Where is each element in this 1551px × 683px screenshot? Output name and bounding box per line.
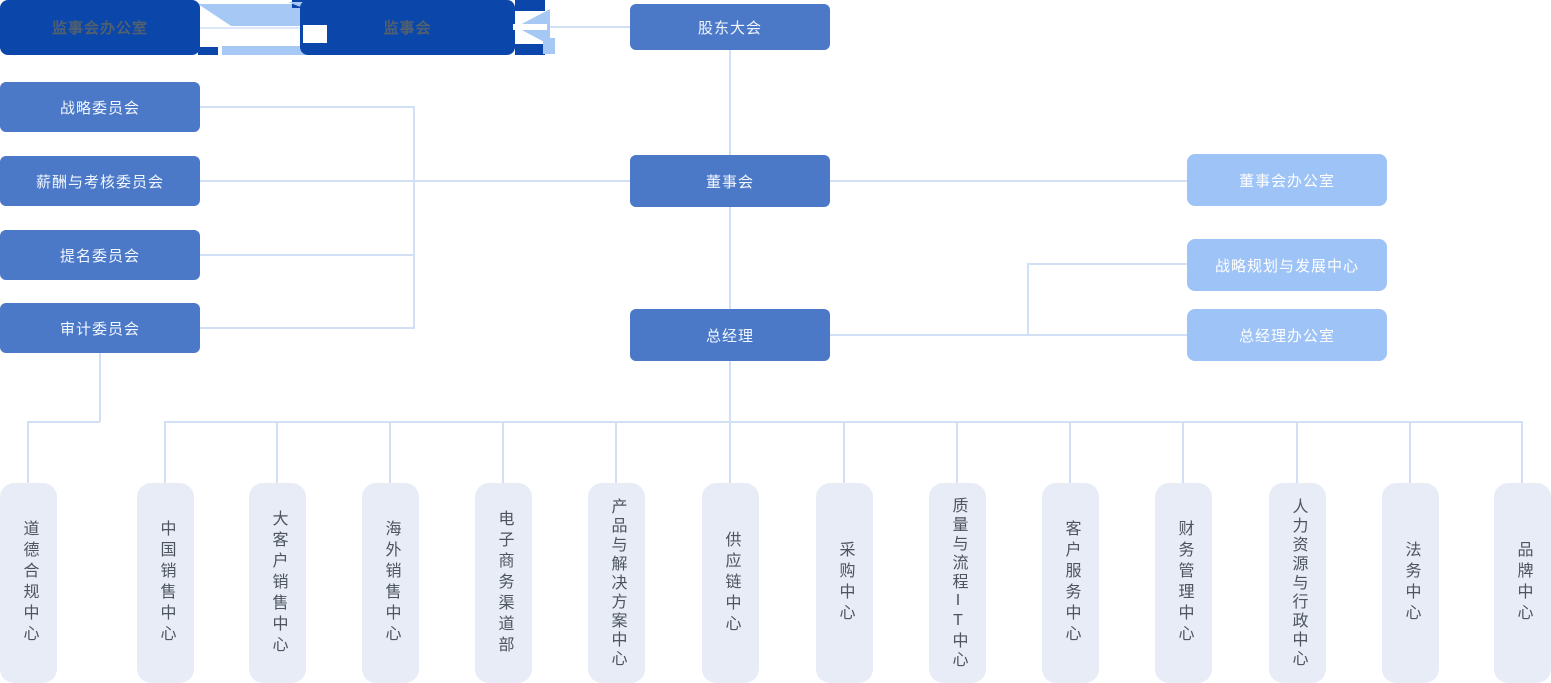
- node-label: 品牌中心: [1514, 541, 1532, 625]
- node-center-supply-chain[interactable]: 供应链中心: [702, 483, 759, 683]
- decor-white-band: [513, 24, 547, 30]
- node-label: 电子商务渠道部: [495, 509, 513, 657]
- node-label: 监事会: [383, 20, 432, 37]
- connector-supervisory-to-shareholders: [545, 26, 630, 28]
- node-label: 审计委员会: [59, 320, 140, 338]
- node-label: 股东大会: [697, 19, 762, 37]
- connector-board-to-gm: [729, 207, 731, 310]
- connector-strategy-planning-branch: [1027, 263, 1029, 335]
- node-label: 提名委员会: [59, 247, 140, 265]
- node-center-customer-service[interactable]: 客户服务中心: [1042, 483, 1099, 683]
- node-gm-office[interactable]: 总经理办公室: [1187, 309, 1387, 361]
- connector-drop-12: [1521, 421, 1523, 483]
- decor-arrow-underline: [198, 27, 338, 29]
- node-label: 质量与流程IT中心: [949, 496, 967, 670]
- connector-to-strategy-planning: [1028, 263, 1187, 265]
- node-board-office[interactable]: 董事会办公室: [1187, 154, 1387, 206]
- node-label: 薪酬与考核委员会: [35, 173, 164, 191]
- decor-dark-right-bottom: [515, 44, 545, 55]
- node-center-procurement[interactable]: 采购中心: [816, 483, 873, 683]
- node-label: 采购中心: [836, 541, 854, 625]
- node-center-china-sales[interactable]: 中国销售中心: [137, 483, 194, 683]
- node-label: 法务中心: [1402, 541, 1420, 625]
- connector-drop-6: [843, 421, 845, 483]
- connector-audit-down: [99, 352, 101, 422]
- node-center-finance[interactable]: 财务管理中心: [1155, 483, 1212, 683]
- node-supervisory-board-office[interactable]: 监事会办公室: [0, 0, 200, 55]
- node-center-hr-admin[interactable]: 人力资源与行政中心: [1269, 483, 1326, 683]
- connector-ethics-drop: [27, 421, 29, 483]
- node-center-key-accounts[interactable]: 大客户销售中心: [249, 483, 306, 683]
- node-label: 财务管理中心: [1175, 520, 1193, 646]
- decor-light-tab: [543, 38, 555, 54]
- connector-committee-nomination: [200, 254, 414, 256]
- node-label: 总经理: [705, 327, 754, 345]
- connector-committee-audit: [200, 327, 414, 329]
- node-label: 中国销售中心: [157, 520, 175, 646]
- node-label: 总经理办公室: [1238, 327, 1335, 345]
- connector-gm-to-gm-office: [830, 334, 1187, 336]
- node-center-legal[interactable]: 法务中心: [1382, 483, 1439, 683]
- node-committee-nomination[interactable]: 提名委员会: [0, 230, 200, 280]
- decor-white-square: [303, 25, 327, 43]
- node-center-product-solutions[interactable]: 产品与解决方案中心: [588, 483, 645, 683]
- connector-drop-2: [276, 421, 278, 483]
- connector-drop-7: [956, 421, 958, 483]
- connector-drop-5: [615, 421, 617, 483]
- node-strategy-planning-center[interactable]: 战略规划与发展中心: [1187, 239, 1387, 291]
- node-label: 海外销售中心: [382, 520, 400, 646]
- node-center-ecommerce[interactable]: 电子商务渠道部: [475, 483, 532, 683]
- connector-drop-3: [389, 421, 391, 483]
- node-center-quality-process-it[interactable]: 质量与流程IT中心: [929, 483, 986, 683]
- connector-audit-to-ethics: [28, 421, 100, 423]
- node-label: 客户服务中心: [1062, 520, 1080, 646]
- node-label: 董事会: [705, 173, 754, 191]
- node-board[interactable]: 董事会: [630, 155, 830, 207]
- connector-committee-collector: [413, 106, 415, 329]
- decor-arrow-strip: [222, 46, 318, 55]
- node-label: 人力资源与行政中心: [1289, 497, 1307, 669]
- connector-board-to-board-office: [830, 180, 1187, 182]
- connector-drop-11: [1409, 421, 1411, 483]
- node-label: 董事会办公室: [1238, 172, 1335, 190]
- node-label: 道德合规中心: [20, 520, 38, 646]
- connector-drop-4: [502, 421, 504, 483]
- connector-committee-strategy: [200, 106, 414, 108]
- node-center-brand[interactable]: 品牌中心: [1494, 483, 1551, 683]
- node-supervisory-board[interactable]: 监事会: [300, 0, 515, 55]
- node-committee-remuneration[interactable]: 薪酬与考核委员会: [0, 156, 200, 206]
- node-committee-strategy[interactable]: 战略委员会: [0, 82, 200, 132]
- node-shareholders-meeting[interactable]: 股东大会: [630, 4, 830, 50]
- node-center-overseas-sales[interactable]: 海外销售中心: [362, 483, 419, 683]
- node-label: 战略委员会: [59, 99, 140, 117]
- connector-drop-10: [1296, 421, 1298, 483]
- node-committee-audit[interactable]: 审计委员会: [0, 303, 200, 353]
- node-center-ethics-compliance[interactable]: 道德合规中心: [0, 483, 57, 683]
- connector-drop-8: [1069, 421, 1071, 483]
- connector-committee-remuneration-to-board: [200, 180, 630, 182]
- connector-drop-9: [1182, 421, 1184, 483]
- node-label: 监事会办公室: [51, 20, 148, 37]
- node-label: 供应链中心: [722, 530, 740, 636]
- node-label: 战略规划与发展中心: [1214, 257, 1359, 275]
- decor-dark-right-top: [515, 0, 545, 11]
- connector-drop-1: [164, 421, 166, 483]
- node-label: 大客户销售中心: [269, 509, 287, 657]
- node-general-manager[interactable]: 总经理: [630, 309, 830, 361]
- decor-dark-notch-left: [198, 47, 218, 55]
- node-label: 产品与解决方案中心: [608, 497, 626, 669]
- connector-shareholders-to-board: [729, 50, 731, 156]
